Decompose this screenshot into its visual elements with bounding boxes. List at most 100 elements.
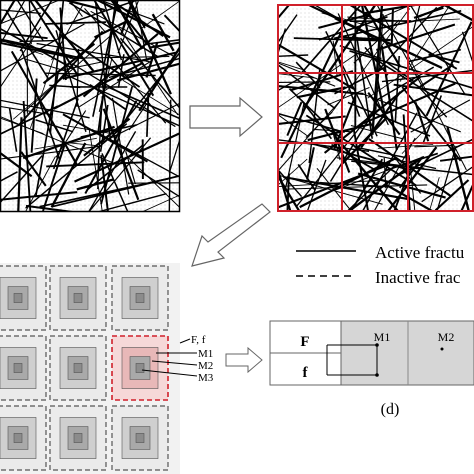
legend-inactive-label: Inactive frac <box>375 268 461 287</box>
gridded-fracture-panel <box>277 4 474 212</box>
fracture-line <box>409 4 466 95</box>
fracture-line <box>68 2 158 57</box>
fracture-line <box>394 55 400 123</box>
fracture-line <box>0 105 59 136</box>
fracture-line <box>128 103 147 131</box>
matrix-cell <box>49 405 107 471</box>
fracture-line <box>0 155 43 204</box>
fracture-line <box>364 46 389 76</box>
fracture-line <box>138 45 180 112</box>
matrix-cell <box>111 265 169 331</box>
fracture-line <box>62 124 114 135</box>
fracture-line <box>51 5 83 61</box>
matrix-cell <box>111 405 169 471</box>
fracture-line <box>318 13 369 29</box>
fracture-line <box>306 147 315 180</box>
fracture-line <box>144 39 180 46</box>
fracture-line <box>440 4 474 23</box>
ff-label: F, f <box>191 334 206 346</box>
fracture-line <box>417 86 448 118</box>
fracture-line <box>354 146 406 159</box>
fracture-line <box>95 193 167 212</box>
fracture-line <box>111 97 130 195</box>
fracture-line <box>101 153 129 212</box>
fracture-line <box>277 94 346 173</box>
fracture-line <box>96 0 171 39</box>
fracture-line <box>84 8 106 33</box>
fracture-line <box>304 4 366 33</box>
fracture-line <box>42 145 66 212</box>
fracture-line <box>16 0 45 42</box>
fracture-line <box>127 0 172 95</box>
panel-label-d: (d) <box>381 401 400 418</box>
fracture-line <box>350 125 404 140</box>
fracture-line <box>347 101 431 137</box>
matrix-cell <box>49 335 107 401</box>
fracture-line <box>92 0 119 117</box>
fracture-line <box>93 0 155 97</box>
table-col-m2: M2 <box>438 330 455 344</box>
fracture-line <box>349 50 473 89</box>
nested-cell-grid <box>0 263 180 474</box>
fracture-line <box>99 104 109 152</box>
fracture-line <box>21 49 61 161</box>
fracture-line <box>0 99 90 119</box>
fracture-line <box>375 4 424 88</box>
fracture-line <box>393 83 474 97</box>
fracture-line <box>337 13 389 126</box>
fracture-line <box>0 117 44 135</box>
fracture-line <box>150 41 180 49</box>
fracture-line <box>45 72 156 77</box>
fracture-line <box>377 144 434 149</box>
fracture-line <box>53 62 144 110</box>
legend-active-label: Active fractu <box>375 243 465 262</box>
fracture-line <box>296 86 346 99</box>
fracture-line <box>367 25 474 99</box>
fracture-line <box>168 136 180 174</box>
fracture-line <box>0 0 26 47</box>
fracture-line <box>376 23 456 52</box>
fracture-line <box>20 151 47 187</box>
fracture-line <box>277 54 309 58</box>
fracture-line <box>30 33 63 129</box>
fracture-line <box>277 61 304 71</box>
fracture-line <box>30 78 38 153</box>
fracture-line <box>333 46 361 117</box>
fracture-line <box>0 38 27 46</box>
fracture-line <box>336 157 425 169</box>
fracture-line <box>461 31 474 68</box>
table-col-m1: M1 <box>374 330 391 344</box>
fracture-network-panel <box>0 0 181 213</box>
fracture-line <box>277 4 292 21</box>
fracture-line <box>277 63 336 110</box>
fracture-line <box>0 0 61 25</box>
fracture-line <box>51 175 180 208</box>
fracture-line <box>3 40 44 55</box>
fracture-line <box>277 81 331 84</box>
fracture-line <box>299 156 397 209</box>
fracture-line <box>94 21 126 39</box>
fracture-line <box>277 112 345 134</box>
legend: Active fractu Inactive frac <box>296 243 465 287</box>
fracture-line <box>393 170 411 212</box>
fracture-line <box>296 109 375 207</box>
fracture-line <box>362 82 456 125</box>
fracture-line <box>28 0 78 75</box>
fracture-line <box>278 85 364 95</box>
fracture-line <box>421 165 474 203</box>
fracture-line <box>362 93 461 133</box>
fracture-line <box>353 19 400 64</box>
fracture-line <box>94 0 107 89</box>
fracture-line <box>362 4 402 68</box>
fracture-line <box>428 177 440 212</box>
small-right-arrow-icon <box>225 346 263 374</box>
fracture-line <box>278 170 303 198</box>
right-arrow-icon <box>189 96 263 138</box>
fracture-line <box>22 125 115 160</box>
fracture-line <box>108 57 180 79</box>
fracture-line <box>113 51 180 135</box>
fracture-line <box>277 42 355 90</box>
fracture-line <box>308 68 321 164</box>
fracture-line <box>0 26 42 89</box>
fracture-line <box>163 14 180 33</box>
